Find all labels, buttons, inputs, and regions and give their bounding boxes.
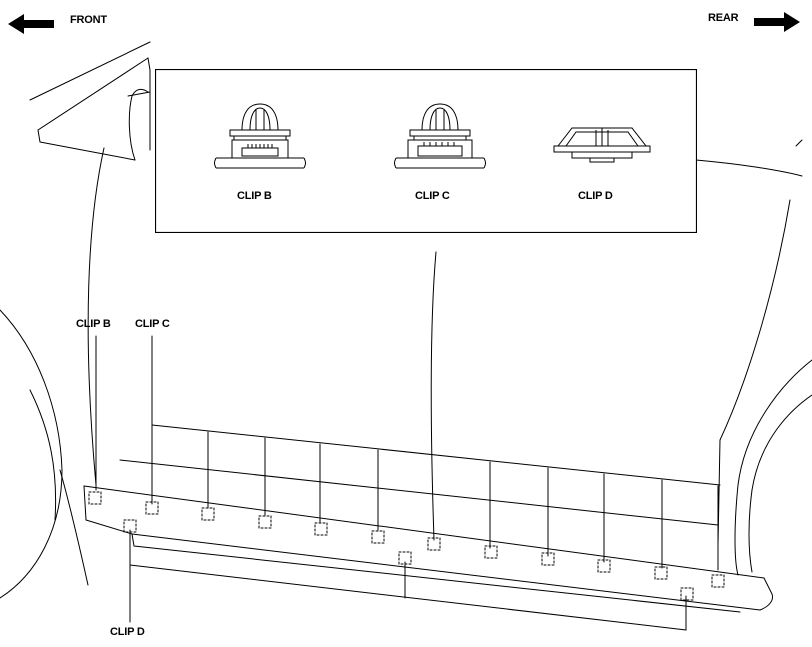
- clip-detail-inset: [155, 69, 697, 233]
- inset-clip-d-label: CLIP D: [578, 190, 613, 202]
- push-clip-c-icon: [394, 103, 486, 169]
- push-clip-b-icon: [214, 103, 306, 169]
- arrow-right-icon: [754, 12, 800, 32]
- callout-clip-b: CLIP B: [76, 318, 111, 330]
- rear-label: REAR: [708, 12, 739, 24]
- arrow-left-icon: [8, 14, 54, 34]
- callout-clip-c: CLIP C: [135, 318, 170, 330]
- inset-clip-c-label: CLIP C: [415, 190, 450, 202]
- front-label: FRONT: [70, 14, 107, 26]
- callout-clip-d: CLIP D: [110, 626, 145, 638]
- inset-clip-b-label: CLIP B: [237, 190, 272, 202]
- flat-clip-d-icon: [553, 127, 651, 163]
